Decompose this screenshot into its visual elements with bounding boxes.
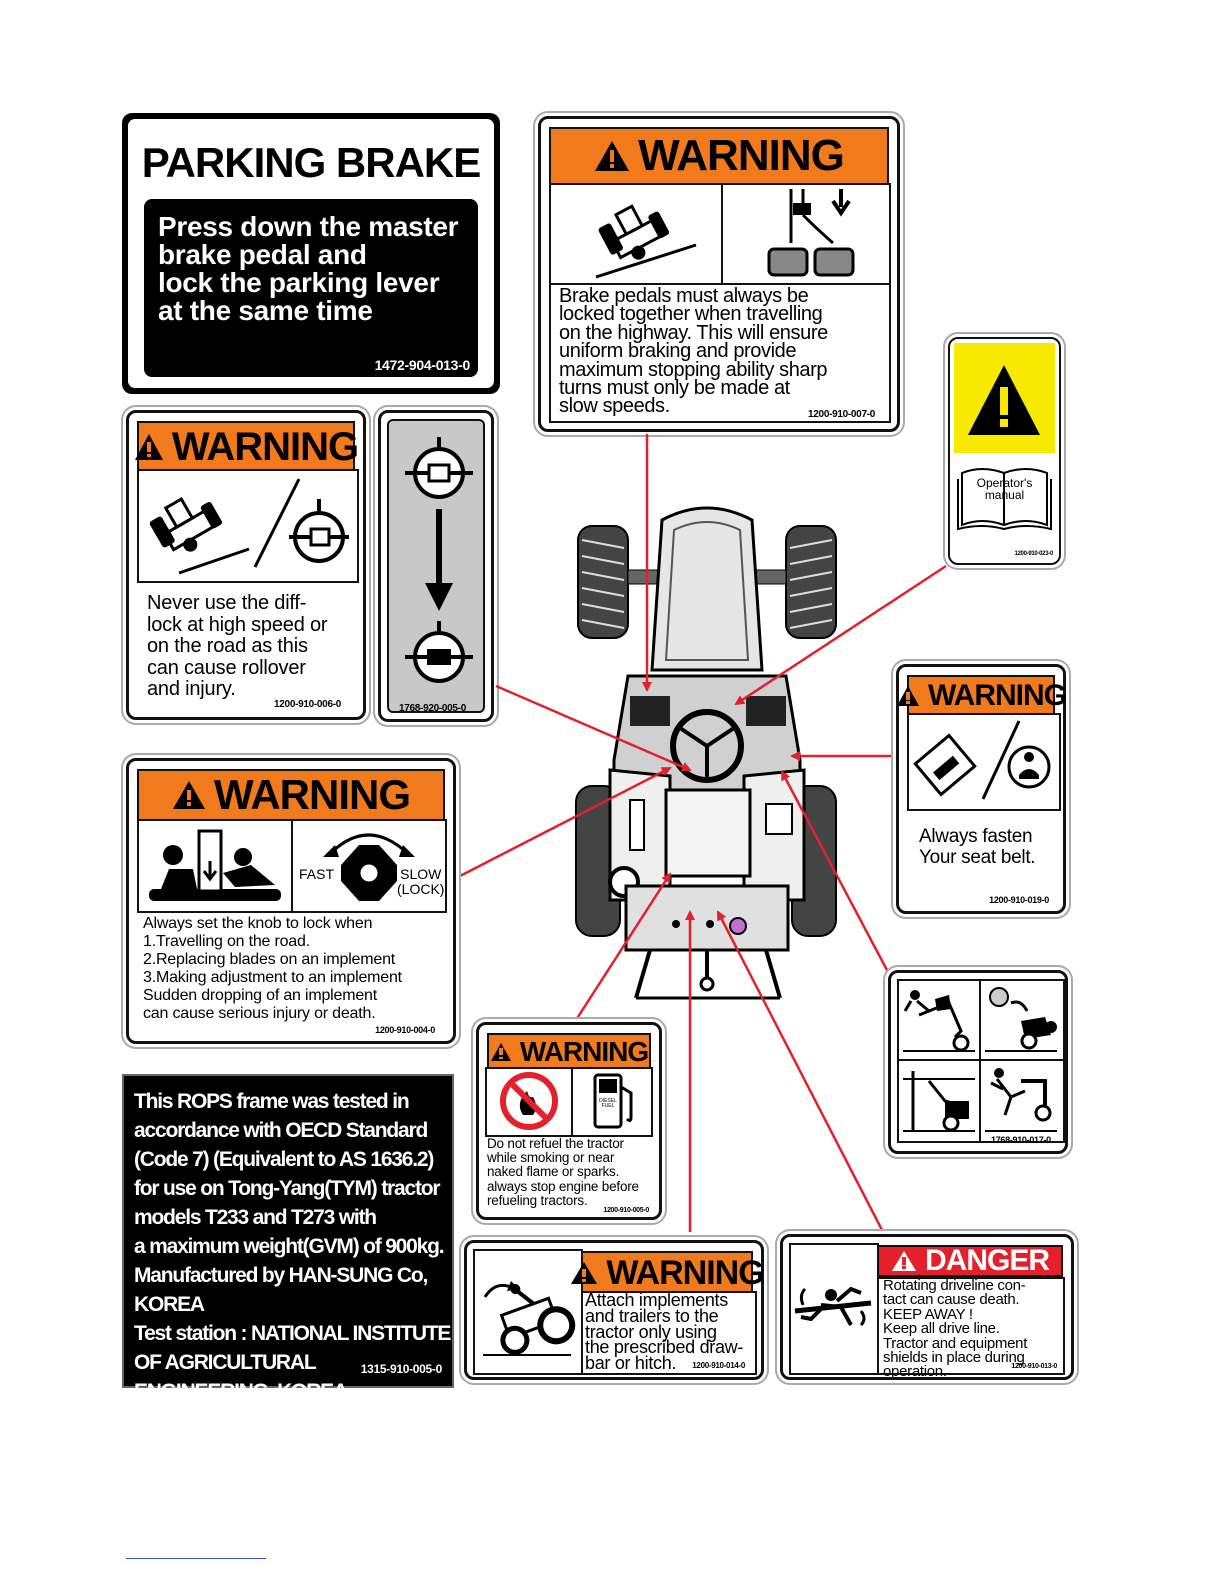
rops-label: This ROPS frame was tested in accordance… — [122, 1074, 454, 1403]
parking-brake-instructions: Press down the master brake pedal and lo… — [158, 211, 459, 326]
operators-manual-label: Operator's manual 1200-910-023-0 — [948, 337, 1061, 565]
warning-banner: WARNING — [549, 127, 889, 185]
danger-banner: DANGER — [877, 1244, 1063, 1277]
brake-pedals-locked-icon — [721, 183, 891, 287]
warning-triangle-icon — [594, 140, 630, 172]
warning-triangle-icon — [490, 1042, 512, 1062]
exclamation-triangle-icon — [968, 365, 1040, 435]
knob-lock-text: Always set the knob to lock when 1.Trave… — [143, 915, 402, 1022]
diff-lock-arrow-code: 1768-920-005-0 — [399, 703, 466, 714]
diff-lock-locked-icon — [399, 619, 479, 689]
caution-yellow-panel — [954, 343, 1055, 453]
hazards-code: 1768-910-017-0 — [991, 1135, 1051, 1145]
parking-brake-code: 1472-904-013-0 — [374, 357, 471, 373]
driveline-text: Rotating driveline con- tact can cause d… — [883, 1277, 1028, 1381]
fuel-pump-icon: DIESEL FUEL — [571, 1067, 653, 1137]
warning-banner: WARNING — [137, 769, 445, 821]
diff-lock-warning-label: WARNING Never use the diff- lock at high… — [126, 410, 366, 720]
operators-manual-book-text: Operator's manual — [976, 476, 1033, 502]
refuel-code: 1200-910-005-0 — [603, 1207, 649, 1214]
warning-triangle-icon — [134, 433, 164, 461]
speed-knob-icon: FAST SLOW (LOCK) — [291, 819, 447, 913]
diff-lock-text: Never use the diff- lock at high speed o… — [147, 592, 328, 701]
tractor-rollover-slope-icon — [549, 183, 725, 287]
loader-fall-icon — [897, 979, 983, 1063]
warning-triangle-icon — [896, 685, 920, 707]
knob-fast-label: FAST — [299, 866, 335, 882]
parking-brake-label: PARKING BRAKE Press down the master brak… — [122, 113, 500, 394]
parking-brake-title: PARKING BRAKE — [141, 139, 482, 186]
refuel-text: Do not refuel the tractor while smoking … — [487, 1136, 639, 1208]
warning-banner: WARNING — [571, 1251, 765, 1295]
brake-pedals-code: 1200-910-007-0 — [808, 409, 875, 420]
crushed-person-icon — [137, 819, 295, 913]
brake-pedals-text: Brake pedals must always be locked toget… — [559, 285, 828, 418]
seat-belt-code: 1200-910-019-0 — [989, 895, 1049, 905]
rollover-seatbelt-icon — [907, 713, 1061, 811]
drawbar-code: 1200-910-014-0 — [692, 1361, 745, 1370]
knob-slow-label: SLOW (LOCK) — [397, 866, 445, 897]
entanglement-icon — [789, 1243, 879, 1375]
driveline-code: 1200-910-013-0 — [1011, 1363, 1057, 1370]
operators-manual-code: 1200-910-023-0 — [1014, 551, 1053, 557]
overhead-line-icon — [897, 1059, 983, 1143]
hazards-label: 1768-910-017-0 — [888, 970, 1068, 1154]
diff-lock-unlocked-icon — [399, 435, 479, 505]
refuel-warning-label: WARNING DIESEL FUEL Do not refuel the tr… — [476, 1022, 662, 1220]
diff-lock-code: 1200-910-006-0 — [274, 699, 341, 710]
seat-belt-warning-label: WARNING Always fasten Your seat belt. 12… — [896, 664, 1067, 914]
rollover-diff-lock-icon — [137, 469, 359, 583]
rops-code: 1315-910-005-0 — [360, 1362, 443, 1376]
diff-lock-arrow-label: 1768-920-005-0 — [378, 410, 494, 722]
seat-belt-text: Always fasten Your seat belt. — [919, 826, 1036, 868]
driveline-danger-label: DANGER Rotating driveline con- tact can … — [780, 1234, 1074, 1380]
drawbar-text: Attach implements and trailers to the tr… — [585, 1290, 744, 1374]
warning-triangle-icon — [570, 1261, 598, 1285]
footnote-rule — [126, 1558, 266, 1559]
warning-banner: WARNING — [897, 675, 1067, 717]
knob-lock-warning-label: WARNING FAST SLOW (LOCK) Always set the … — [126, 758, 456, 1044]
warning-triangle-icon — [172, 780, 206, 810]
arrow-down-icon — [421, 509, 457, 613]
drawbar-warning-label: WARNING Attach implements and trailers t… — [464, 1240, 765, 1380]
no-flame-icon — [485, 1067, 575, 1137]
open-book-icon — [954, 457, 1055, 535]
diesel-fuel-text: DIESEL FUEL — [599, 1098, 617, 1110]
knob-lock-code: 1200-910-004-0 — [375, 1025, 435, 1035]
falling-load-icon — [979, 979, 1065, 1063]
tractor-flip-icon — [473, 1249, 583, 1375]
crush-point-icon — [979, 1059, 1065, 1143]
danger-triangle-icon — [891, 1250, 917, 1272]
warning-banner: WARNING — [487, 1033, 651, 1071]
tractor-top-view-illustration — [570, 500, 840, 1010]
brake-pedals-warning-label: WARNING Brake pedals must always be lock… — [538, 116, 900, 432]
rops-text: This ROPS frame was tested in accordance… — [134, 1090, 451, 1403]
